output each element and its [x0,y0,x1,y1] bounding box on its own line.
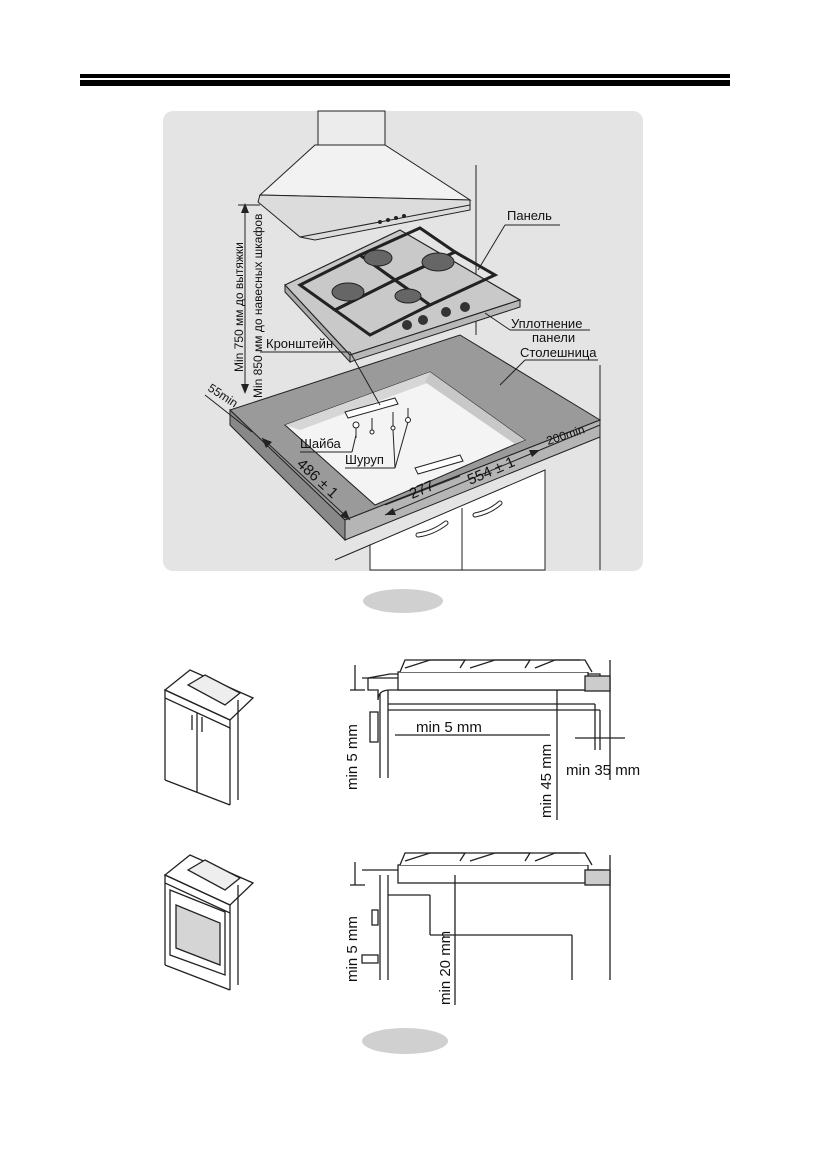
fig2-min5-horizontal-label: min 5 mm [416,719,482,736]
mounting-bracket [344,397,464,475]
washer-label: Шайба [300,436,342,451]
fig2-min5-vertical-label: min 5 mm [344,724,361,790]
figure-3-oven-clearance [163,852,611,1005]
seal-label-line1: Уплотнение [511,316,582,331]
base-cabinet [334,469,546,571]
gas-hob [284,226,522,364]
fig3-min20-label: min 20 mm [437,931,454,1005]
figure-2-number-badge [362,1028,448,1054]
panel-label: Панель [507,208,552,223]
figure-1-hob-installation: Min 750 мм до вытяжки Min 850 мм до наве… [163,110,643,571]
header-rule [80,74,730,86]
oven-sketch [163,854,255,991]
fig3-min5-vertical-label: min 5 mm [344,916,361,982]
screw-label: Шуруп [345,452,384,467]
fig2-min35-label: min 35 mm [566,762,640,779]
fig2-min45-label: min 45 mm [538,744,555,818]
bracket-label: Кронштейн [266,336,333,351]
cabinet-clearance-label: Min 850 мм до навесных шкафов [251,214,265,398]
figure-2-cabinet-clearance [163,659,625,820]
countertop [229,334,602,542]
range-hood [257,110,472,241]
seal-label-line2: панели [532,330,575,345]
figure-1-number-badge [363,589,443,613]
hood-clearance-label: Min 750 мм до вытяжки [232,242,246,372]
cabinet-sketch [163,669,255,806]
countertop-label: Столешница [520,345,597,360]
